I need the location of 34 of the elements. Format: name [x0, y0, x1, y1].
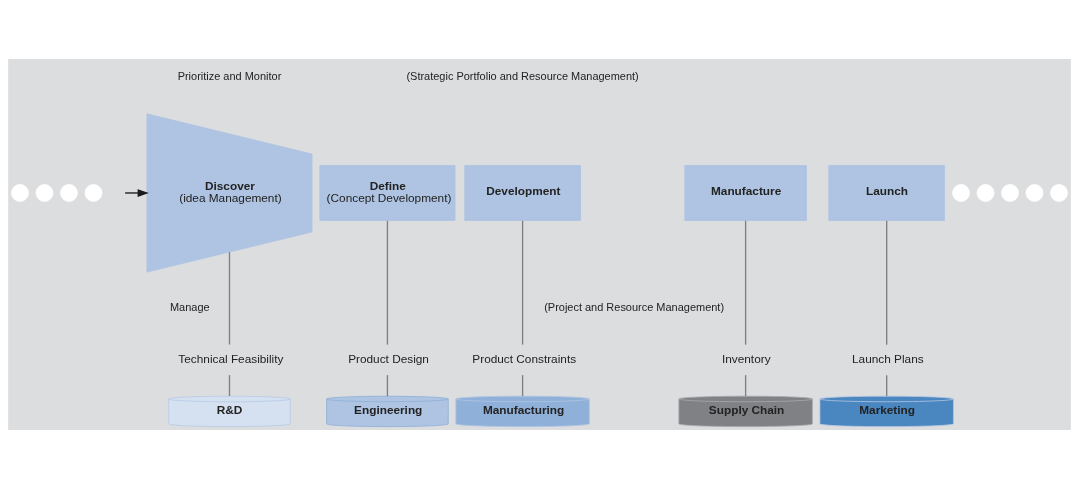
node-text: Product Design [348, 352, 429, 367]
node-box: Development [464, 165, 581, 221]
node-box: Discover (idea Management) [146, 113, 313, 273]
connector [886, 374, 888, 397]
node-text: Technical Feasibility [178, 352, 284, 367]
connector [228, 251, 231, 346]
connector [228, 374, 231, 397]
node-circle [84, 184, 103, 202]
node-text: Launch Plans [852, 352, 924, 367]
label: (Strategic Portfolio and Resource Management) [406, 70, 639, 83]
node-text: Product Constraints [472, 352, 577, 367]
node-circle [1001, 184, 1019, 202]
node-circle [60, 184, 78, 202]
connector [744, 220, 747, 346]
node-box: Manufacture [684, 165, 807, 221]
node-label: Manage [169, 301, 210, 314]
connector [521, 220, 524, 346]
node-box: Launch [828, 165, 945, 221]
node-box: Define (Concept Development) [319, 165, 456, 221]
node-circle [1025, 184, 1044, 202]
node-label: Prioritize and Monitor [177, 70, 282, 83]
connector [521, 374, 524, 397]
connector [744, 374, 747, 397]
connector [386, 374, 389, 397]
node-circle [35, 184, 54, 202]
node-text: Inventory [721, 352, 771, 367]
node-circle [976, 184, 995, 202]
arrow [124, 189, 149, 197]
node-circle [1050, 184, 1068, 202]
node-circle [11, 184, 29, 202]
connector [886, 220, 888, 346]
node-circle [952, 184, 970, 202]
label: (Project and Resource Management) [544, 301, 725, 314]
connector [386, 220, 389, 346]
